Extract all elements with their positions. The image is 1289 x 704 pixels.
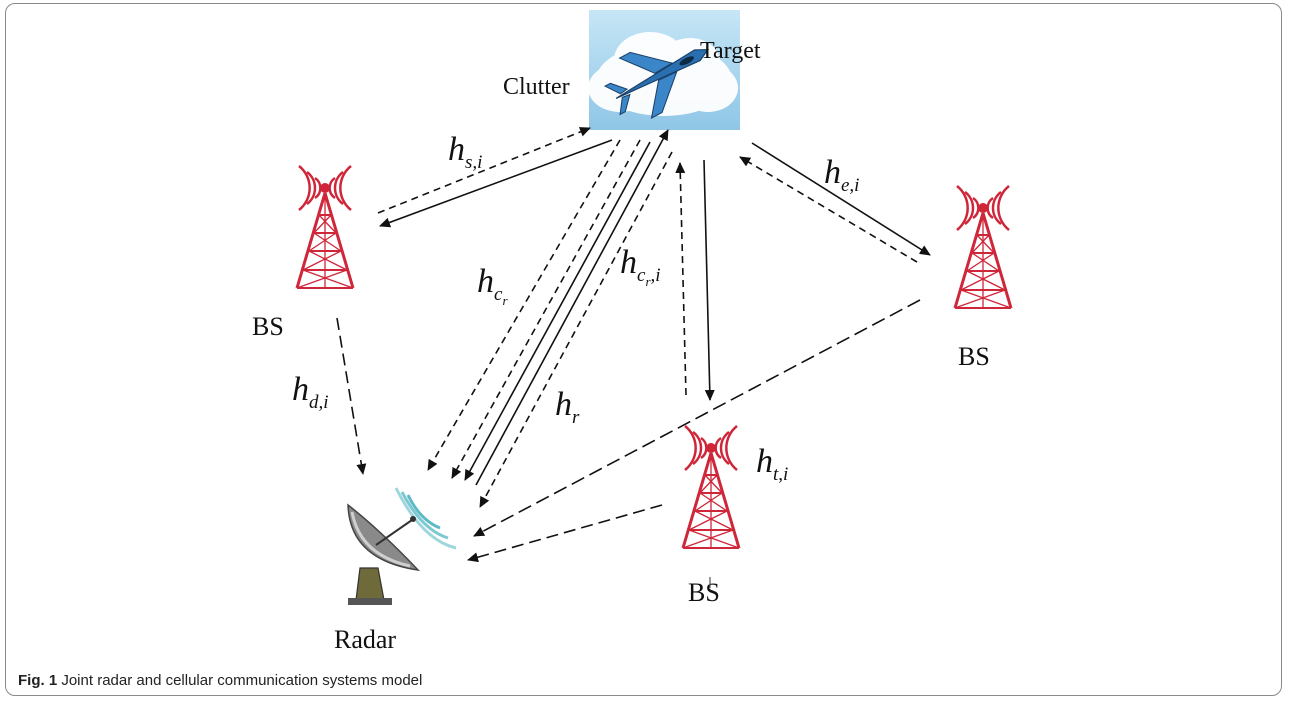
hr-solid-link-down xyxy=(464,141,651,481)
bs-right-radar-link xyxy=(473,299,921,537)
hd-label: hd,i xyxy=(292,371,329,413)
ht-label: ht,i xyxy=(756,443,788,485)
hcri-label: hcr,i xyxy=(620,244,661,289)
radar-dish-icon xyxy=(347,487,457,605)
he-dashed-link xyxy=(739,156,918,263)
figure-caption: Fig. 1 Joint radar and cellular communic… xyxy=(18,672,422,689)
hs-solid-link xyxy=(379,139,613,228)
hcri-solid-link xyxy=(703,159,715,401)
he-solid-link xyxy=(751,142,931,256)
he-label: he,i xyxy=(824,154,859,196)
hd-link xyxy=(336,317,367,475)
ht-link xyxy=(467,504,663,563)
fighter-jet-icon xyxy=(603,48,710,120)
hr-solid-link-up xyxy=(475,129,669,486)
hcr-dashed-link-1 xyxy=(427,139,621,471)
hs-label: hs,i xyxy=(448,131,482,173)
bottom-bs-label: BS xyxy=(688,578,720,607)
target-label: Target xyxy=(700,38,761,64)
hcr-label: hcr xyxy=(477,263,508,308)
hr-dashed-link-down xyxy=(479,151,673,508)
right-base-station-icon xyxy=(953,184,1013,310)
left-bs-label: BS xyxy=(252,312,284,341)
figure-caption-text: Joint radar and cellular communication s… xyxy=(61,672,423,689)
left-base-station-icon xyxy=(295,164,355,290)
hcri-dashed-link xyxy=(675,162,687,396)
radar-label: Radar xyxy=(334,625,396,654)
clutter-label: Clutter xyxy=(503,74,570,100)
figure-number: Fig. 1 xyxy=(18,672,58,689)
hr-label: hr xyxy=(555,386,580,428)
target-cloud-image xyxy=(588,10,740,130)
hs-dashed-link xyxy=(377,127,591,214)
right-bs-label: BS xyxy=(958,342,990,371)
channel-links xyxy=(336,127,931,588)
figure-frame xyxy=(5,3,1282,696)
hcr-dashed-link-2 xyxy=(451,139,641,479)
bottom-base-station-icon xyxy=(681,424,741,550)
